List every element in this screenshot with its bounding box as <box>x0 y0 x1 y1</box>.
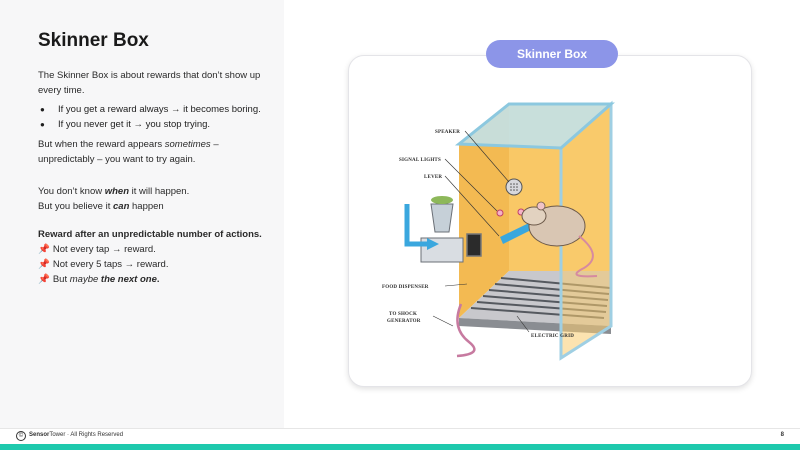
shock-wire <box>456 303 476 358</box>
pin-text: Not every 5 taps → reward. <box>52 259 169 270</box>
pin-item: 📌Not every tap → reward. <box>38 242 274 257</box>
skinner-box-illustration: SPEAKER SIGNAL LIGHTS LEVER FOOD DISPENS… <box>382 100 615 361</box>
label-lever: LEVER <box>424 175 442 180</box>
arrow-icon <box>427 238 439 250</box>
text-run: happen <box>129 201 164 212</box>
speaker-holes <box>510 183 518 191</box>
bullet-item: If you never get it → you stop trying. <box>38 117 278 132</box>
paragraph-sometimes: But when the reward appears sometimes – … <box>38 137 274 167</box>
rat-tail <box>575 235 598 278</box>
food-slot <box>466 233 482 257</box>
leader-lines <box>432 130 530 333</box>
accent-bar <box>0 444 800 450</box>
reward-section: Reward after an unpredictable number of … <box>38 227 274 287</box>
line-can: But you believe it can happen <box>38 199 274 214</box>
footer-brand: SensorTower · All Rights Reserved <box>29 432 123 438</box>
footer-rights: Tower · All Rights Reserved <box>49 432 124 438</box>
label-speaker: SPEAKER <box>435 130 460 135</box>
illustration-card: SPEAKER SIGNAL LIGHTS LEVER FOOD DISPENS… <box>348 55 752 387</box>
sensor-tower-logo-icon: © <box>16 431 26 441</box>
rat-head <box>521 206 547 226</box>
signal-light-icon <box>496 209 504 217</box>
lever-icon <box>500 223 531 244</box>
label-electric-grid: ELECTRIC GRID <box>531 334 574 339</box>
bullet-list: If you get a reward always → it becomes … <box>38 102 278 132</box>
pushpin-icon: 📌 <box>38 274 50 285</box>
text-run: But <box>52 274 70 285</box>
section-heading: Reward after an unpredictable number of … <box>38 229 262 240</box>
pushpin-icon: 📌 <box>38 259 50 270</box>
label-generator: GENERATOR <box>387 319 421 324</box>
rat-ear <box>536 201 546 211</box>
illustration-badge: Skinner Box <box>486 40 618 68</box>
bullet-item: If you get a reward always → it becomes … <box>38 102 278 117</box>
back-left-wall <box>459 104 509 318</box>
emphasis: sometimes <box>164 139 211 150</box>
pin-text: Not every tap → reward. <box>52 244 156 255</box>
emphasis: can <box>113 201 130 212</box>
text-run: it will happen. <box>129 186 190 197</box>
text-panel <box>0 0 284 428</box>
glass-lid <box>454 102 615 150</box>
emphasis-strong: the next one <box>100 274 157 285</box>
text-run: But you believe it <box>38 201 113 212</box>
text-run: You don’t know <box>38 186 105 197</box>
text-run: But when the reward appears <box>38 139 165 150</box>
text-run: – unpredictably – you want to try again. <box>38 139 219 165</box>
label-signal-lights: SIGNAL LIGHTS <box>399 158 441 163</box>
pin-item: 📌But maybe the next one. <box>38 272 274 287</box>
brand-name: Sensor <box>29 432 50 438</box>
text-run: . <box>156 274 160 285</box>
slide-title: Skinner Box <box>38 30 149 51</box>
food-pellets <box>431 196 453 204</box>
food-tube <box>404 204 429 247</box>
page-number: 8 <box>780 432 784 438</box>
intro-text: The Skinner Box is about rewards that do… <box>38 70 261 96</box>
label-food-dispenser: FOOD DISPENSER <box>382 285 429 290</box>
footer-divider <box>0 428 800 429</box>
emphasis: maybe <box>69 274 99 285</box>
emphasis: when <box>104 186 130 197</box>
line-when: You don’t know when it will happen. <box>38 184 274 199</box>
paragraph-when: You don’t know when it will happen. But … <box>38 184 274 214</box>
pushpin-icon: 📌 <box>38 244 50 255</box>
pin-item: 📌Not every 5 taps → reward. <box>38 257 274 272</box>
label-to-shock: TO SHOCK <box>389 312 417 317</box>
food-hopper-icon <box>430 203 454 233</box>
